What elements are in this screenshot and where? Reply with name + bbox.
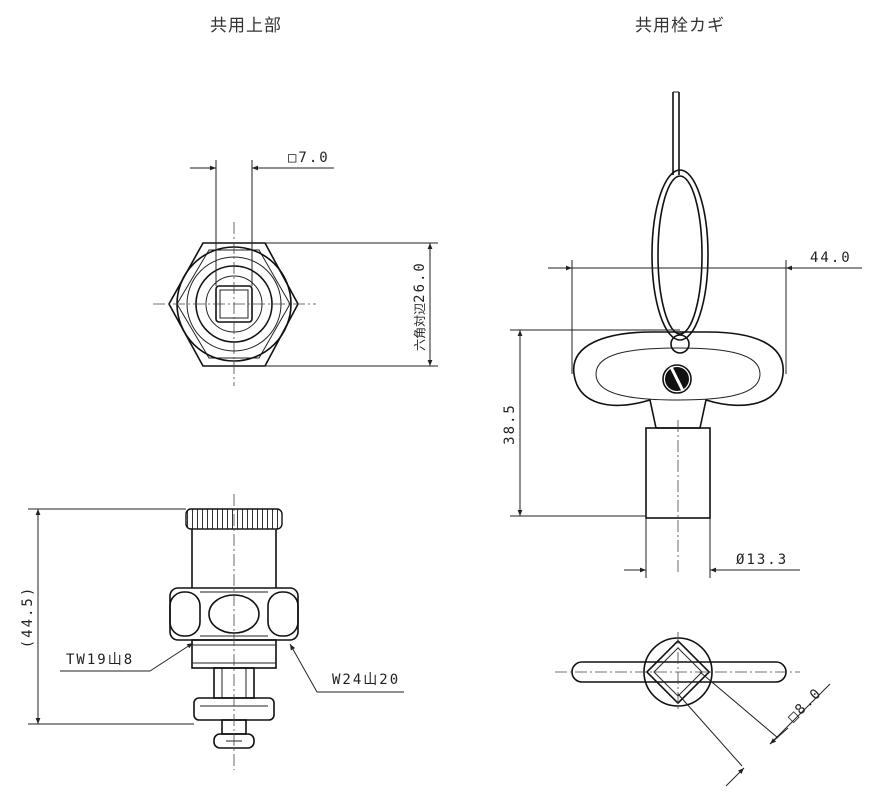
dim-square-7: □7.0: [190, 150, 334, 286]
dim-hex-26: 六角対辺26.0: [265, 242, 438, 367]
leader-w24: W24山20: [289, 643, 404, 693]
dim-key-dia-label: Ø13.3: [736, 552, 788, 568]
hex-nut-top-view: [153, 222, 316, 386]
dim-square-7-label: □7.0: [288, 150, 330, 166]
boss-left: [169, 591, 201, 637]
dim-key-44-label: 44.0: [810, 250, 852, 266]
dim-key-square-label: □8.0: [785, 685, 826, 726]
dim-hex-label: 六角対辺26.0: [412, 261, 428, 351]
key-screw: [662, 364, 692, 394]
top-part-side-view: [169, 494, 299, 770]
dim-key-44: 44.0: [548, 250, 862, 374]
hex-outline: [168, 242, 299, 367]
leader-tw19: TW19山8: [60, 642, 194, 672]
dim-height-label: (44.5): [20, 586, 36, 649]
dim-key-38-5-label: 38.5: [502, 403, 518, 445]
title-common-top: 共用上部: [210, 16, 282, 36]
boss-right: [267, 591, 299, 637]
thread-tw-label: TW19山8: [66, 652, 134, 668]
thread-w-label: W24山20: [332, 672, 400, 688]
key-front-view: [573, 91, 784, 574]
title-common-key: 共用栓カギ: [635, 16, 725, 36]
key-bottom-view: [555, 632, 800, 712]
dim-key-38-5: 38.5: [502, 329, 680, 517]
key-square-tip: [645, 639, 711, 705]
dim-key-square-8: □8.0: [677, 671, 831, 787]
key-bow: [573, 331, 784, 429]
dim-height-44-5: (44.5): [20, 508, 194, 725]
dim-key-dia: Ø13.3: [624, 518, 800, 578]
